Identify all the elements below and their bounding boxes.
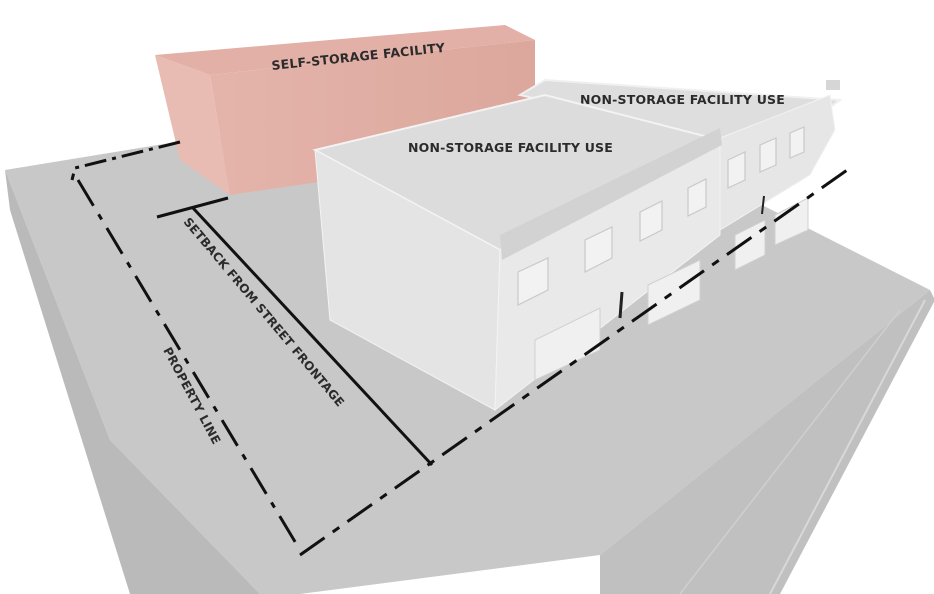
- non-storage-front-label: NON-STORAGE FACILITY USE: [408, 140, 613, 155]
- setback-tick: [156, 196, 229, 219]
- storefront: [734, 219, 766, 271]
- ground-left-edge: [5, 170, 260, 594]
- window: [517, 257, 549, 306]
- property-line: [70, 140, 851, 557]
- property-line-left: [76, 179, 302, 551]
- street-edge-line: [769, 299, 926, 594]
- window: [584, 226, 613, 273]
- non-storage-building-front: NON-STORAGE FACILITY USE: [312, 93, 809, 412]
- setback-solid-line: [191, 206, 434, 467]
- rear-parapet-cap: [826, 80, 840, 90]
- window: [727, 151, 746, 189]
- door-mark: [761, 195, 765, 215]
- upper-windows: [517, 126, 805, 306]
- window: [639, 200, 663, 242]
- self-storage-top: [155, 25, 535, 75]
- non-storage-rear-label: NON-STORAGE FACILITY USE: [580, 92, 785, 107]
- self-storage-side: [155, 55, 230, 195]
- curb-line: [679, 309, 901, 594]
- non-storage-building-rear: NON-STORAGE FACILITY USE: [517, 78, 843, 231]
- setback-line: [156, 196, 434, 467]
- street-strip: [600, 290, 934, 594]
- window: [759, 137, 777, 173]
- window: [789, 126, 805, 159]
- storefront: [534, 307, 601, 381]
- self-storage-building: SELF-STORAGE FACILITY: [155, 25, 535, 195]
- property-line-front: [299, 166, 851, 557]
- property-line-rear: [70, 140, 181, 181]
- front-cornice: [500, 128, 722, 260]
- window: [687, 178, 707, 217]
- door-mark: [618, 291, 624, 319]
- storefronts: [534, 197, 809, 381]
